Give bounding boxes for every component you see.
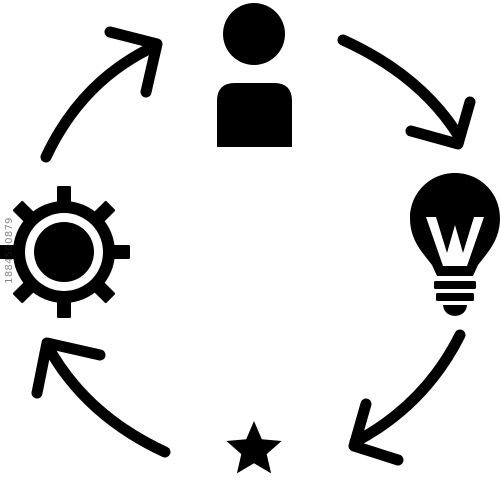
person-head	[223, 3, 285, 65]
lightbulb-glass	[410, 173, 500, 276]
arrow-star-to-gear	[31, 337, 171, 458]
person-icon	[217, 3, 292, 147]
arrow-gear-to-person	[40, 26, 163, 163]
star-icon	[226, 421, 282, 474]
lightbulb-base-ring-1	[434, 281, 476, 289]
lightbulb-icon	[410, 173, 500, 316]
lightbulb-base-ring-2	[436, 293, 474, 301]
star-shape	[226, 421, 282, 474]
stock-id-text: 1884500879	[3, 216, 15, 284]
person-body	[217, 83, 292, 147]
arrow-lightbulb-to-star	[348, 329, 466, 466]
gear-hub	[34, 222, 94, 282]
arrow-person-to-lightbulb	[337, 34, 476, 150]
gear-icon	[0, 186, 130, 318]
lightbulb-tip	[443, 305, 467, 316]
stock-id-watermark: 1884500879	[0, 0, 18, 500]
